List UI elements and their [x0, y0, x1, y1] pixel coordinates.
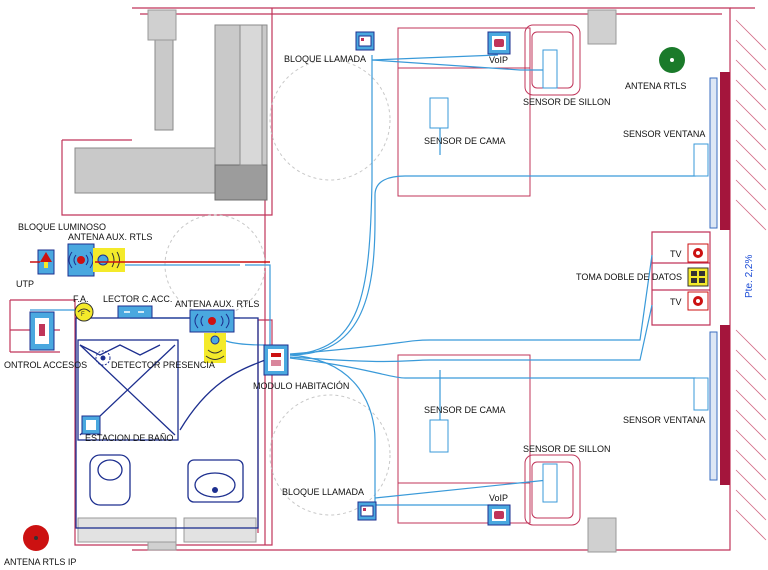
window-frame-top: [709, 77, 718, 229]
counter: [77, 517, 177, 543]
sensor-sillon-bottom-icon[interactable]: [542, 463, 558, 503]
control-accesos-label: ONTROL ACCESOS: [4, 360, 87, 370]
window-frame-bottom: [709, 331, 718, 481]
sensor-ventana-bottom-icon[interactable]: [693, 377, 709, 411]
antena-aux-rtls-1-icon[interactable]: [67, 243, 95, 277]
sensor-sillon-top-label: SENSOR DE SILLON: [523, 97, 611, 107]
sensor-sillon-top-icon[interactable]: [542, 49, 558, 89]
estacion-bano-label: ESTACION DE BAÑO: [85, 433, 173, 443]
antena-aux-rtls-2-label: ANTENA AUX. RTLS: [175, 299, 259, 309]
bloque-llamada-bottom-label: BLOQUE LLAMADA: [282, 487, 364, 497]
toilet: [89, 454, 131, 506]
antena-rtls-ip-icon[interactable]: [23, 525, 49, 551]
voip-top-label: VoIP: [489, 55, 508, 65]
bloque-llamada-bottom-icon[interactable]: [357, 501, 377, 521]
window-top: [720, 72, 730, 230]
antena-aux-rtls-2-icon[interactable]: [189, 309, 235, 333]
pillar: [587, 9, 617, 45]
utp-label: UTP: [16, 279, 34, 289]
bloque-llamada-top-icon[interactable]: [355, 31, 375, 51]
balcony-hatch: [735, 19, 767, 541]
sensor-cama-top-icon[interactable]: [429, 97, 449, 129]
lector-acc-icon[interactable]: [117, 305, 153, 319]
fa-icon[interactable]: F: [74, 302, 94, 322]
bathroom: [75, 317, 266, 529]
detector-presencia-icon[interactable]: [95, 350, 111, 366]
bloque-luminoso-label: BLOQUE LUMINOSO: [18, 222, 106, 232]
toma-doble-datos-label: TOMA DOBLE DE DATOS: [576, 272, 682, 282]
sensor-cama-bottom-label: SENSOR DE CAMA: [424, 405, 506, 415]
tv-top-icon[interactable]: [687, 243, 709, 263]
tv-top-label: TV: [670, 249, 682, 259]
bed-bottom: [397, 354, 531, 524]
sensor-ventana-bottom-label: SENSOR VENTANA: [623, 415, 705, 425]
modulo-habitacion-label: MODULO HABITACIÓN: [253, 381, 349, 391]
alert-yellow-icon[interactable]: [93, 248, 125, 272]
turning-circle: [269, 394, 391, 516]
control-accesos-icon[interactable]: [29, 311, 55, 351]
bloque-luminoso-icon[interactable]: [37, 249, 55, 275]
tv-bottom-icon[interactable]: [687, 291, 709, 311]
sensor-cama-top-label: SENSOR DE CAMA: [424, 136, 506, 146]
toma-doble-datos-icon[interactable]: [687, 267, 709, 287]
turning-circle: [269, 59, 391, 181]
voip-bottom-label: VoIP: [489, 493, 508, 503]
antena-rtls-icon[interactable]: [659, 47, 685, 73]
lector-acc-label: LECTOR C.ACC.: [103, 294, 172, 304]
tv-bottom-label: TV: [670, 297, 682, 307]
bed-top: [397, 27, 531, 197]
pillar: [587, 517, 617, 553]
voip-bottom-icon[interactable]: [487, 504, 511, 526]
counter: [183, 517, 257, 543]
antena-rtls-ip-label: ANTENA RTLS IP: [4, 557, 76, 567]
fa-label: F.A.: [73, 294, 89, 304]
sensor-cama-bottom-icon[interactable]: [429, 419, 449, 453]
bloque-llamada-top-label: BLOQUE LLAMADA: [284, 54, 366, 64]
voip-top-icon[interactable]: [487, 31, 511, 55]
svg-text:F: F: [81, 312, 85, 318]
pendiente-label: Pte. 2,2%: [744, 255, 755, 298]
antena-aux-rtls-1-label: ANTENA AUX. RTLS: [68, 232, 152, 242]
armchair-bottom: [524, 454, 581, 526]
sink: [187, 459, 244, 503]
wardrobe: [74, 24, 268, 201]
detector-presencia-label: DETECTOR PRESENCIA: [111, 360, 215, 370]
pillar: [147, 9, 177, 41]
sensor-sillon-bottom-label: SENSOR DE SILLON: [523, 444, 611, 454]
wiring: [30, 54, 696, 506]
alert-yellow-2-icon[interactable]: [204, 333, 226, 363]
modulo-habitacion-icon[interactable]: [263, 344, 289, 376]
antena-rtls-label: ANTENA RTLS: [625, 81, 686, 91]
window-bottom: [720, 325, 730, 485]
sensor-ventana-top-label: SENSOR VENTANA: [623, 129, 705, 139]
sensor-ventana-top-icon[interactable]: [693, 143, 709, 177]
